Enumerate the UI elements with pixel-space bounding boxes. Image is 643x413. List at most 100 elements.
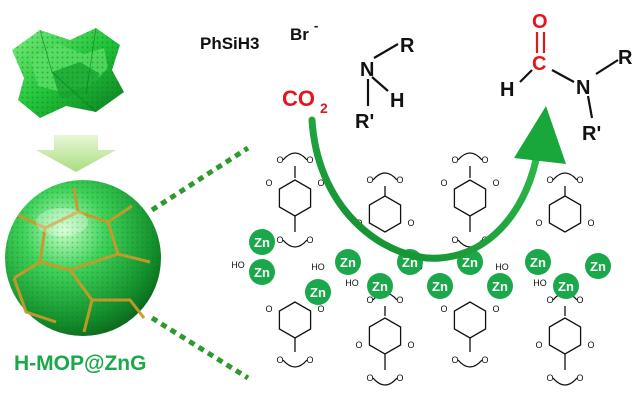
framework-atom: O [535,218,542,228]
zn-node [487,273,513,299]
zn-node [335,249,361,275]
formamide-r: R [618,47,633,69]
zn-node [553,273,579,299]
framework-ring [368,195,402,233]
framework-atom: HO [311,262,325,272]
co2-subscript: 2 [320,100,328,116]
framework-atom: O [481,155,488,165]
formamide-structure: O C H N R R' [500,11,633,145]
framework-carboxylate [282,359,308,368]
framework-atom: O [407,340,414,350]
zn-label: Zn [432,279,448,294]
framework-atom: HO [495,262,509,272]
zn-node [367,273,393,299]
framework-atom: O [451,235,458,245]
framework-atom: O [546,373,553,383]
bromide-label: Br [290,25,309,44]
catalyst-label: H-MOP@ZnG [14,352,146,375]
framework-atom: O [306,235,313,245]
amine-structure: N R H R' [355,35,415,133]
formamide-o: O [532,11,548,33]
zn-label: Zn [590,259,606,274]
framework-atom: O [317,178,324,188]
framework-ring [453,301,487,339]
framework-atom: O [265,178,272,188]
framework-ring [548,195,582,233]
framework-atom: HO [533,278,547,288]
framework-carboxylate [282,152,308,161]
amine-n: N [360,59,374,81]
framework-atom: HO [231,260,245,270]
framework-ring [278,301,312,339]
framework-atom: O [366,373,373,383]
crumpled-nanosheet-icon [12,27,124,118]
framework-ring [278,179,312,217]
zn-label: Zn [530,255,546,270]
zn-node [427,273,453,299]
framework-atom: O [481,355,488,365]
framework-atom: O [535,340,542,350]
amine-r-prime: R' [355,111,374,133]
framework-atom: O [306,355,313,365]
zn-label: Zn [310,285,326,300]
co2-label: CO [282,86,315,111]
framework-atom: O [276,355,283,365]
framework-atom: O [317,304,324,314]
down-arrow-icon [36,135,116,172]
framework-carboxylate [457,359,483,368]
framework-ring [548,317,582,355]
curved-arrow-icon [308,106,566,262]
framework-carboxylate [552,377,578,386]
zn-label: Zn [462,255,478,270]
framework-atom: O [306,155,313,165]
framework-atom: HO [345,278,359,288]
framework-atom: O [355,340,362,350]
framework-atom: O [440,178,447,188]
framework-atom: O [587,218,594,228]
framework-atom: O [276,235,283,245]
zn-node [249,259,275,285]
amine-h: H [390,90,404,112]
zn-label: Zn [372,279,388,294]
zn-node [249,229,275,255]
zn-node [585,253,611,279]
framework-atom: O [492,304,499,314]
framework-atom: O [396,175,403,185]
formamide-n: N [576,77,590,99]
framework-atom: O [451,355,458,365]
framework-carboxylate [457,152,483,161]
framework-atom: O [546,175,553,185]
zn-label: Zn [254,265,270,280]
zn-node [305,279,331,305]
catalyst-sphere-icon [5,180,161,336]
framework-atom: O [440,304,447,314]
zn-label: Zn [492,279,508,294]
framework-atom: O [576,373,583,383]
framework-atom: O [451,155,458,165]
framework-atom: O [576,295,583,305]
framework-carboxylate [552,172,578,181]
framework-atom: O [396,373,403,383]
framework-atom: O [587,340,594,350]
framework-ring [453,179,487,217]
framework-ring [368,317,402,355]
reductant-label: PhSiH3 [200,34,260,53]
framework-atom: O [366,295,373,305]
zn-label: Zn [558,279,574,294]
framework-carboxylate [282,239,308,248]
framework-atom: O [366,175,373,185]
formamide-h: H [500,79,514,101]
framework-atom: O [492,178,499,188]
framework-atom: O [396,295,403,305]
amine-r: R [400,35,415,57]
framework-atom: O [276,155,283,165]
framework-atom: O [407,218,414,228]
framework-atom: O [265,304,272,314]
formamide-r-prime: R' [582,123,601,145]
framework-carboxylate [372,172,398,181]
framework-atom: O [576,175,583,185]
formamide-c: C [532,53,546,75]
zn-node [525,249,551,275]
